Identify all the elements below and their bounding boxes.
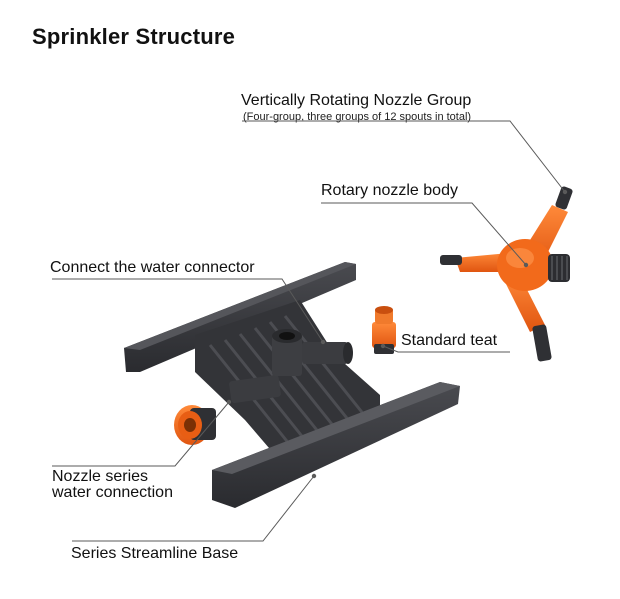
label-rotary-body: Rotary nozzle body <box>321 182 458 199</box>
rotary-nozzle-body <box>440 186 573 362</box>
leader-lines <box>52 120 568 542</box>
leader-rotary-body <box>321 202 527 266</box>
base-back-bar <box>124 262 356 372</box>
label-water-connector: Connect the water connector <box>50 259 255 276</box>
leader-standard-teat <box>382 345 510 353</box>
base-connector-pipe <box>302 342 348 364</box>
leader-nozzle-series <box>52 401 230 467</box>
base-side-pipe <box>229 375 281 403</box>
leader-nozzle-group <box>242 120 566 193</box>
leader-water-connector <box>52 278 324 343</box>
base-ribbed-neck <box>195 300 380 455</box>
label-nozzle-series-line1: Nozzle series <box>52 468 149 485</box>
rotary-gear <box>548 254 570 282</box>
page-title: Sprinkler Structure <box>32 24 236 49</box>
label-standard-teat: Standard teat <box>401 332 498 349</box>
nozzle-tip-top <box>555 186 573 210</box>
base-hub <box>272 334 302 376</box>
leader-base <box>72 475 315 542</box>
label-base: Series Streamline Base <box>71 545 239 562</box>
streamline-base <box>124 262 460 508</box>
nozzle-tip-bottom <box>532 324 552 362</box>
label-nozzle-group: Vertically Rotating Nozzle Group <box>241 92 472 109</box>
nozzle-tip-left <box>440 255 462 265</box>
label-nozzle-group-note: (Four-group, three groups of 12 spouts i… <box>243 111 472 123</box>
base-front-bar <box>212 382 460 508</box>
standard-teat <box>372 306 396 354</box>
label-nozzle-series: Nozzle series water connection <box>52 469 173 501</box>
label-nozzle-series-line2: water connection <box>52 484 173 501</box>
